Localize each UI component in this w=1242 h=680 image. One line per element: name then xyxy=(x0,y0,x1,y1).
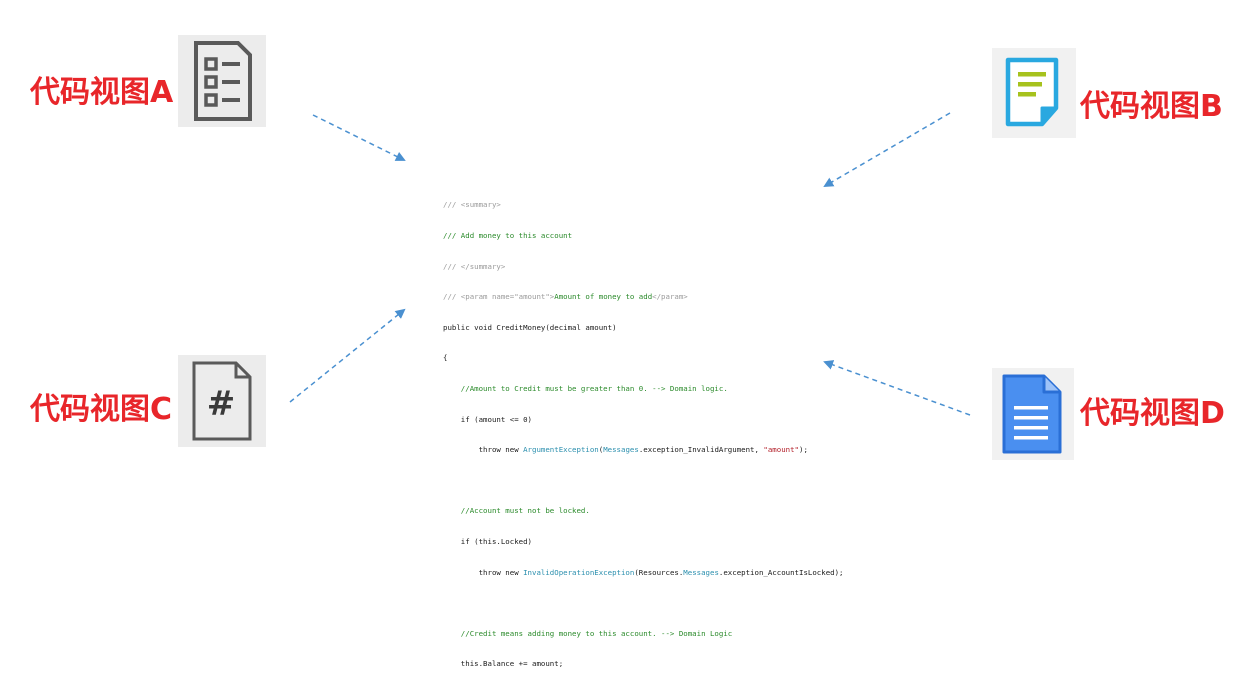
arrow-from-view-d xyxy=(823,360,971,416)
code-line: this.Balance += amount; xyxy=(443,659,564,669)
code-token: Amount of money to add xyxy=(554,292,653,302)
code-line: //Credit means adding money to this acco… xyxy=(443,628,733,638)
code-line: { xyxy=(443,353,448,363)
code-token: ( xyxy=(598,445,604,455)
code-token: "amount" xyxy=(763,445,800,455)
code-token: ArgumentException xyxy=(523,445,599,455)
code-line: throw new ArgumentException(Messages.exc… xyxy=(443,445,903,455)
code-line: /// Add money to this account xyxy=(443,231,573,240)
label-code-view-a: 代码视图A xyxy=(30,75,174,110)
code-token: Messages xyxy=(683,567,719,577)
arrows-layer xyxy=(289,112,971,416)
label-code-view-d: 代码视图D xyxy=(1080,396,1225,431)
code-line: //Amount to Credit must be greater than … xyxy=(443,383,728,393)
code-token: (Resources. xyxy=(634,567,684,577)
label-code-view-b: 代码视图B xyxy=(1080,89,1223,124)
code-line: if (amount <= 0) xyxy=(443,414,532,424)
csharp-file-icon: # xyxy=(178,355,266,447)
svg-text:#: # xyxy=(207,384,236,424)
code-line xyxy=(443,598,903,608)
code-line: /// <summary> xyxy=(443,200,501,210)
code-line: throw new InvalidOperationException(Reso… xyxy=(443,568,903,578)
code-token: .exception_AccountIsLocked); xyxy=(718,567,844,577)
code-line: /// <param name="amount">Amount of money… xyxy=(443,292,903,302)
code-token: InvalidOperationException xyxy=(523,567,635,577)
code-token: throw new xyxy=(443,567,524,577)
arrow-from-view-b xyxy=(823,112,951,188)
code-line: public void CreditMoney(decimal amount) xyxy=(443,322,617,332)
arrow-from-view-c xyxy=(289,308,406,403)
code-token: Messages xyxy=(603,445,639,455)
code-line: /// </summary> xyxy=(443,261,506,271)
code-token: .exception_InvalidArgument, xyxy=(638,445,764,455)
code-line: //Account must not be locked. xyxy=(443,506,590,516)
code-token: ); xyxy=(799,445,808,455)
code-snippet: /// <summary> /// Add money to this acco… xyxy=(443,180,903,680)
code-token: throw new xyxy=(443,445,524,455)
checklist-document-icon xyxy=(178,35,266,127)
label-code-view-c: 代码视图C xyxy=(30,392,173,427)
note-document-icon xyxy=(992,48,1076,138)
code-token: /// <param name="amount"> xyxy=(443,292,555,302)
code-line: if (this.Locked) xyxy=(443,536,532,546)
code-line xyxy=(443,476,903,486)
code-token: </param> xyxy=(652,292,688,302)
text-document-icon xyxy=(992,368,1074,460)
arrow-from-view-a xyxy=(312,114,406,161)
